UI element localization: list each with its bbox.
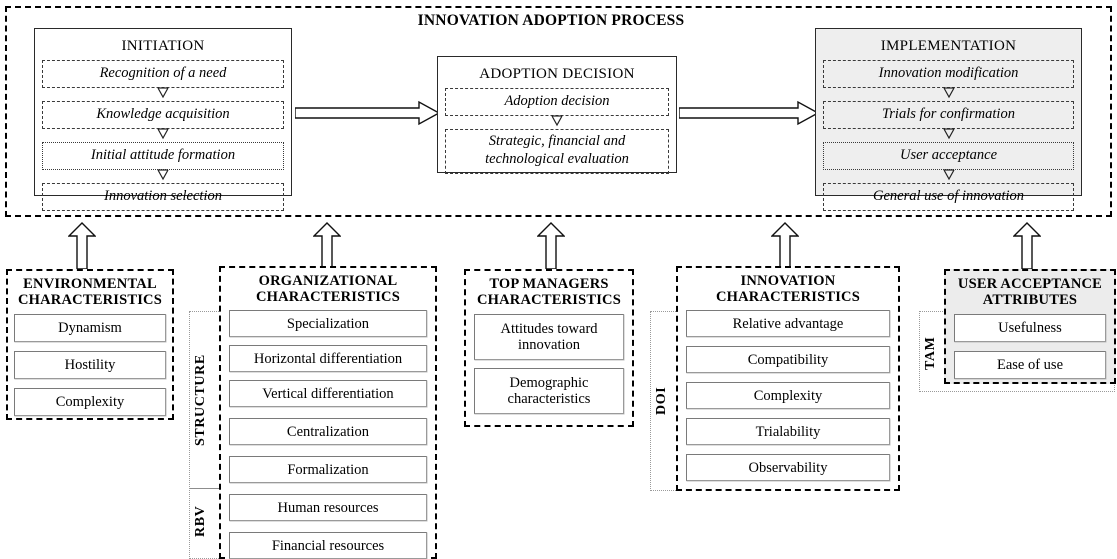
chevron-down-icon [42,128,284,142]
item-hostility[interactable]: Hostility [14,351,166,380]
item-ease-of-use[interactable]: Ease of use [954,351,1106,380]
chevron-down-icon [823,128,1074,142]
item-formalization[interactable]: Formalization [229,456,427,484]
item-specialization[interactable]: Specialization [229,310,427,338]
driver-title-innovation: INNOVATION CHARACTERISTICS [678,268,898,305]
driver-title-line2: CHARACTERISTICS [476,292,621,309]
item-centralization[interactable]: Centralization [229,418,427,446]
right-block-arrow [294,100,441,126]
item-observability[interactable]: Observability [686,454,890,482]
item-horizontal-differentiation[interactable]: Horizontal differentiation [229,345,427,373]
theory-label-rbv: RBV [193,505,208,537]
up-block-arrow [536,222,566,270]
driver-group-innovation-characteristics[interactable]: INNOVATION CHARACTERISTICS Relative adva… [676,266,900,491]
up-block-arrow [1012,222,1042,270]
up-block-arrow [67,222,97,270]
up-block-arrow [770,222,800,270]
chevron-down-icon [42,87,284,101]
driver-title-line1: INNOVATION [740,273,836,289]
driver-title-environmental: ENVIRONMENTAL CHARACTERISTICS [8,271,172,308]
step-innovation-selection[interactable]: Innovation selection [42,183,284,212]
item-trialability[interactable]: Trialability [686,418,890,446]
driver-title-organizational: ORGANIZATIONAL CHARACTERISTICS [221,268,435,305]
step-recognition-of-a-need[interactable]: Recognition of a need [42,60,284,89]
driver-title-top-managers: TOP MANAGERS CHARACTERISTICS [466,271,632,308]
step-adoption-decision[interactable]: Adoption decision [445,88,669,117]
step-general-use-of-innovation[interactable]: General use of innovation [823,183,1074,212]
item-dynamism[interactable]: Dynamism [14,314,166,343]
item-demographic-characteristics[interactable]: Demographic characteristics [474,368,624,415]
driver-title-line2: CHARACTERISTICS [17,292,162,309]
driver-group-organizational-characteristics[interactable]: ORGANIZATIONAL CHARACTERISTICS Specializ… [219,266,437,559]
driver-title-line1: ENVIRONMENTAL [23,276,157,292]
theory-label-tam: TAM [923,336,938,370]
stage-title-implementation: IMPLEMENTATION [880,38,1017,54]
driver-title-line2: CHARACTERISTICS [715,289,860,306]
theory-label-structure: STRUCTURE [193,354,208,446]
up-block-arrow [312,222,342,270]
item-usefulness[interactable]: Usefulness [954,314,1106,343]
driver-group-top-managers-characteristics[interactable]: TOP MANAGERS CHARACTERISTICS Attitudes t… [464,269,634,427]
chevron-down-icon [445,115,669,129]
driver-group-environmental-characteristics[interactable]: ENVIRONMENTAL CHARACTERISTICS Dynamism H… [6,269,174,420]
item-human-resources[interactable]: Human resources [229,494,427,522]
stage-title-initiation: INITIATION [121,38,205,54]
driver-group-user-acceptance-attributes[interactable]: USER ACCEPTANCE ATTRIBUTES Usefulness Ea… [944,269,1116,384]
item-financial-resources[interactable]: Financial resources [229,532,427,559]
driver-title-line2: ATTRIBUTES [982,292,1078,309]
item-vertical-differentiation[interactable]: Vertical differentiation [229,380,427,408]
driver-title-user-acceptance: USER ACCEPTANCE ATTRIBUTES [946,271,1114,308]
item-compatibility[interactable]: Compatibility [686,346,890,374]
step-initial-attitude-formation[interactable]: Initial attitude formation [42,142,284,171]
step-knowledge-acquisition[interactable]: Knowledge acquisition [42,101,284,130]
item-attitudes-toward-innovation[interactable]: Attitudes toward innovation [474,314,624,361]
driver-title-line2: CHARACTERISTICS [255,289,400,306]
chevron-down-icon [42,169,284,183]
driver-title-line1: TOP MANAGERS [489,276,609,292]
chevron-down-icon [823,169,1074,183]
item-complexity[interactable]: Complexity [686,382,890,410]
page-title: INNOVATION ADOPTION PROCESS [417,12,685,29]
theory-label-doi: DOI [654,386,669,416]
stage-title-adoption-decision: ADOPTION DECISION [479,66,635,82]
step-trials-for-confirmation[interactable]: Trials for confirmation [823,101,1074,130]
stage-box-adoption-decision[interactable]: ADOPTION DECISION Adoption decision Stra… [437,56,677,175]
stage-box-implementation[interactable]: IMPLEMENTATION Innovation modification T… [815,28,1082,212]
step-user-acceptance[interactable]: User acceptance [823,142,1074,171]
driver-title-line1: ORGANIZATIONAL [258,273,398,289]
right-block-arrow [678,100,820,126]
driver-title-line1: USER ACCEPTANCE [957,276,1103,292]
item-complexity[interactable]: Complexity [14,388,166,417]
stage-box-initiation[interactable]: INITIATION Recognition of a need Knowled… [34,28,292,212]
item-relative-advantage[interactable]: Relative advantage [686,310,890,338]
chevron-down-icon [823,87,1074,101]
step-innovation-modification[interactable]: Innovation modification [823,60,1074,89]
step-strategic-financial-and-technological-evaluation[interactable]: Strategic, financial and technological e… [445,129,669,175]
